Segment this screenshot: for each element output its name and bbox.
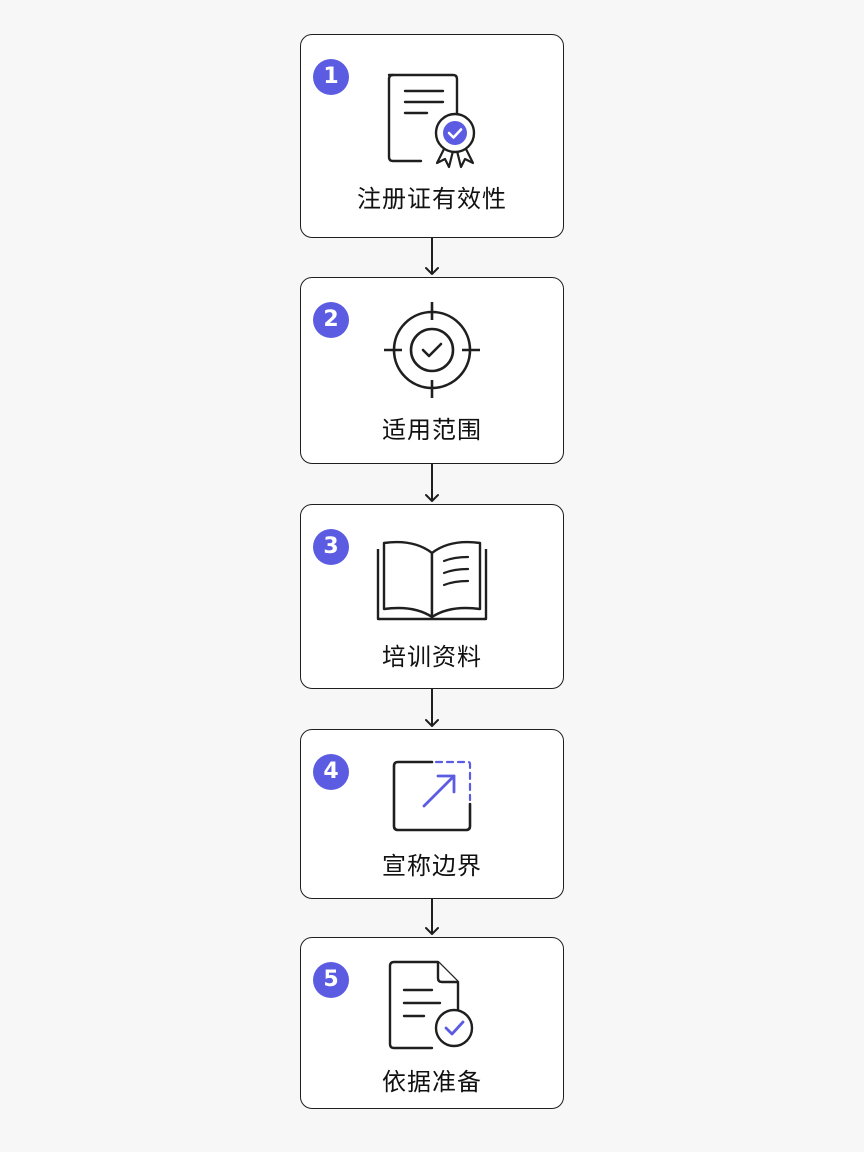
step-card-2: 2 适用范围 [300, 277, 564, 464]
certificate-badge-icon [387, 73, 476, 169]
arrow-down-icon [425, 689, 439, 727]
step-number-badge: 4 [313, 754, 349, 790]
step-label: 培训资料 [382, 643, 482, 671]
step-card-1: 1 注册证有效性 [300, 34, 564, 238]
step-label: 适用范围 [382, 416, 482, 444]
step-label: 注册证有效性 [357, 185, 507, 213]
step-card-4: 4 宣称边界 [300, 729, 564, 899]
step-label: 依据准备 [382, 1068, 482, 1096]
step-label: 宣称边界 [382, 852, 482, 880]
step-number-badge: 1 [313, 59, 349, 95]
step-card-3: 3 培训资料 [300, 504, 564, 689]
step-card-5: 5 依据准备 [300, 937, 564, 1109]
document-check-icon [388, 960, 474, 1050]
step-number-badge: 5 [313, 962, 349, 998]
open-book-icon [376, 540, 488, 621]
step-number-badge: 3 [313, 529, 349, 565]
arrow-down-icon [425, 899, 439, 935]
arrow-down-icon [425, 464, 439, 502]
arrow-down-icon [425, 238, 439, 275]
target-check-icon [384, 302, 480, 398]
boundary-arrow-icon [392, 760, 472, 832]
step-number-badge: 2 [313, 302, 349, 338]
